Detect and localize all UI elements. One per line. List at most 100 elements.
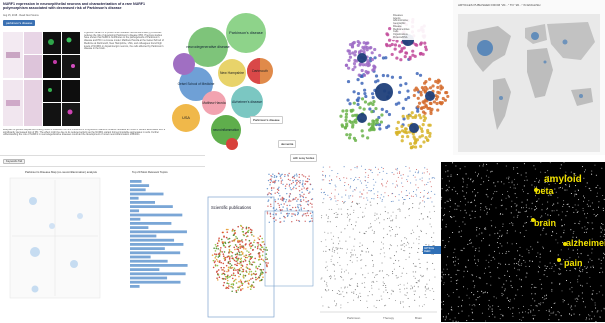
point-marker (492, 193, 494, 195)
point-marker (603, 252, 605, 254)
point-marker (455, 280, 457, 282)
point-marker (222, 269, 225, 271)
term-brain[interactable]: brain (534, 218, 557, 228)
point-marker (509, 308, 511, 310)
point-marker (383, 277, 385, 279)
point-marker (414, 290, 416, 292)
term-pain[interactable]: pain (564, 258, 583, 268)
bubble-usa[interactable]: USA (172, 104, 200, 132)
bubble-neurodegenerative[interactable]: neurodegenerative disease (186, 27, 230, 67)
point-marker (345, 194, 347, 196)
svg-text:Parkinson's disease: Parkinson's disease (229, 31, 263, 35)
point-marker (214, 265, 217, 267)
bubble-alzheimers[interactable]: Alzheimer's disease (231, 86, 263, 118)
point-marker (553, 263, 555, 265)
bubble-red[interactable] (226, 138, 238, 150)
point-marker (442, 277, 444, 279)
point-marker (363, 91, 367, 96)
bubble-new-hampshire[interactable]: New Hampshire (218, 59, 246, 87)
point-marker (448, 186, 450, 188)
map-title: ARTICLES PUBLISHED FROM "20..." TO "20..… (458, 3, 541, 7)
point-marker (461, 190, 464, 192)
point-marker (592, 290, 594, 292)
point-marker (352, 195, 354, 197)
point-marker (368, 46, 372, 50)
point-marker (383, 237, 385, 239)
bubble-geisel[interactable]: Geisel School of Medicine (178, 67, 215, 101)
point-marker (304, 212, 307, 215)
bubble-dartmouth[interactable]: Dartmouth (247, 58, 273, 84)
point-marker (338, 193, 340, 195)
term-beta[interactable]: beta (535, 186, 554, 196)
point-marker (511, 180, 513, 182)
point-marker (444, 319, 446, 321)
point-marker (228, 245, 231, 248)
point-marker (298, 220, 301, 223)
map-marker-usa[interactable] (477, 40, 493, 56)
point-marker (474, 255, 476, 257)
point-marker (218, 237, 220, 239)
point-marker (274, 200, 277, 203)
point-marker (368, 168, 370, 171)
point-marker (420, 213, 422, 215)
feed-tag[interactable]: ARTICLE FEED (423, 246, 441, 254)
bubble-havrda[interactable]: Matthew Havrda (202, 91, 226, 115)
point-marker (385, 32, 389, 36)
point-marker (521, 201, 523, 203)
point-marker (412, 263, 414, 265)
point-marker (411, 288, 414, 290)
point-marker (433, 205, 435, 207)
term-amyloid[interactable]: amyloid (544, 174, 582, 185)
point-marker (572, 206, 574, 208)
point-marker (240, 254, 242, 256)
point-marker (514, 267, 516, 269)
term-alzheimer[interactable]: alzheimer (566, 238, 605, 248)
mindmap-node[interactable]: Parkinson's disease (250, 116, 283, 124)
point-marker (480, 183, 482, 186)
map-marker-europe[interactable] (531, 32, 539, 40)
point-marker (301, 191, 303, 194)
point-marker (237, 250, 240, 252)
bubble-purple[interactable] (173, 53, 195, 75)
point-marker (329, 196, 331, 199)
point-marker (533, 186, 536, 188)
point-marker (218, 252, 221, 255)
topic-button[interactable]: parkinson's disease (3, 20, 36, 26)
point-marker (311, 211, 314, 214)
point-marker (371, 68, 375, 72)
point-marker (534, 180, 536, 182)
point-marker (239, 247, 242, 249)
point-marker (584, 306, 586, 308)
point-marker (283, 203, 285, 205)
point-marker (476, 226, 478, 229)
point-marker (235, 291, 238, 294)
point-marker (403, 246, 406, 248)
point-marker (351, 278, 353, 280)
bubble-parkinsons[interactable]: Parkinson's disease (226, 13, 266, 53)
mindmap-node[interactable]: dementia (278, 140, 297, 148)
point-marker (434, 94, 438, 98)
point-marker (242, 226, 244, 229)
point-marker (281, 173, 283, 176)
point-marker (306, 212, 309, 214)
point-marker (222, 255, 225, 257)
point-marker (246, 280, 249, 282)
point-marker (333, 251, 335, 253)
point-marker (400, 301, 402, 303)
point-marker (549, 194, 551, 196)
point-marker (534, 300, 536, 302)
point-marker (483, 292, 485, 294)
mindmap-node[interactable]: with Lewy bodies (290, 154, 318, 162)
point-marker (576, 193, 578, 195)
keywords-tab[interactable]: Keywords Tab (3, 159, 26, 164)
point-marker (445, 317, 447, 319)
point-marker (396, 233, 398, 235)
point-marker (413, 145, 418, 149)
point-marker (564, 184, 566, 186)
point-marker (405, 244, 407, 246)
point-marker (256, 247, 259, 250)
point-marker (214, 243, 217, 246)
point-marker (231, 277, 234, 280)
point-marker (323, 192, 325, 194)
bubble-neuroinflammation[interactable]: neuroinflammation (211, 115, 241, 145)
